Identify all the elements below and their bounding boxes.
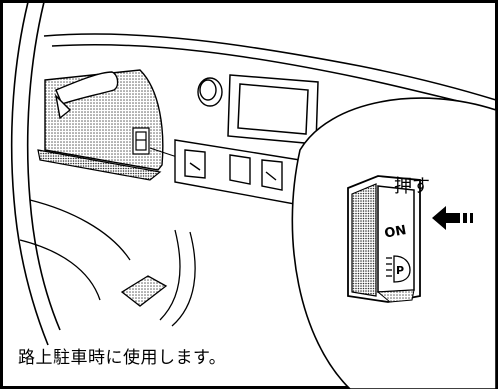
push-label: 押す — [394, 176, 430, 197]
arrow-left-icon — [432, 206, 473, 230]
enlarged-switch: ON P — [347, 175, 421, 303]
switch-on-text: ON — [383, 223, 407, 242]
lower-dash-lines — [19, 199, 196, 327]
control-stalk — [54, 71, 119, 120]
panel-lower-shadow — [37, 149, 162, 181]
center-display — [227, 74, 319, 145]
switch-p-text: P — [396, 264, 404, 277]
panel-switch — [132, 127, 150, 155]
round-knob — [197, 77, 223, 107]
pedal — [120, 275, 168, 307]
parking-light-icon — [386, 255, 411, 283]
lower-console — [174, 139, 301, 206]
steering-wheel — [10, 1, 61, 346]
figure-caption: 路上駐車時に使用します。 — [18, 348, 227, 368]
